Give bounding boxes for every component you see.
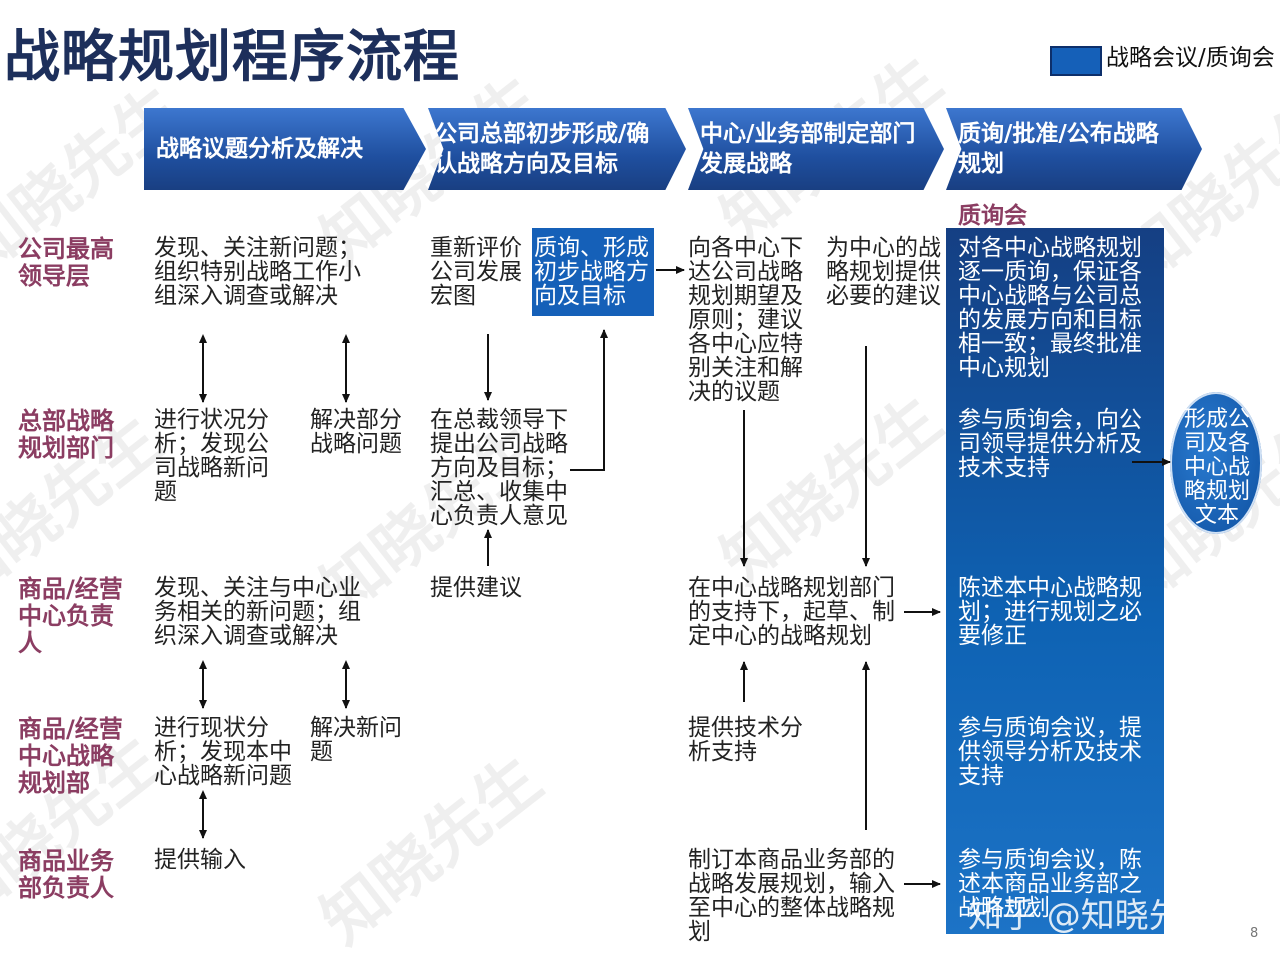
cell-r4-c1b: 解决新问题 <box>310 715 402 765</box>
phase-4-label: 质询/批准/公布战略规划 <box>958 121 1159 177</box>
cell-r2-c1a: 进行状况分析；发现公司战略新问题 <box>154 407 269 505</box>
row-label-center-head: 商品/经营中心负责人 <box>18 575 123 657</box>
cell-r2-c4: 参与质询会，向公司领导提供分析及技术支持 <box>958 407 1142 481</box>
cell-r3-c1: 发现、关注与中心业务相关的新问题；组织深入调查或解决 <box>154 575 361 649</box>
cell-r3-c2: 提供建议 <box>430 575 522 601</box>
phase-3: 中心/业务部制定部门发展战略 <box>688 108 944 190</box>
legend-label: 战略会议/质询会 <box>1106 45 1275 71</box>
output-oval <box>1170 392 1262 534</box>
cell-r3-c4: 陈述本中心战略规划；进行规划之必要修正 <box>958 575 1142 649</box>
row-label-biz-head: 商品业务部负责人 <box>18 847 114 902</box>
cell-r1-c3a: 向各中心下达公司战略规划期望及原则；建议各中心应特别关注和解决的议题 <box>688 235 803 405</box>
cell-r1-c3b: 为中心的战略规划提供必要的建议 <box>826 235 941 309</box>
arrow-c2-up <box>570 329 608 471</box>
row-label-top-leadership: 公司最高领导层 <box>18 235 114 290</box>
output-label: 形成公司及各中心战略规划文本 <box>1183 407 1250 528</box>
cell-r4-c4: 参与质询会议，提供领导分析及技术支持 <box>958 715 1142 789</box>
cell-r1-c4: 对各中心战略规划逐一质询，保证各中心战略与公司总的发展方向和目标相一致；最终批准… <box>958 235 1142 381</box>
row-label-hq-planning: 总部战略规划部门 <box>18 407 114 462</box>
legend-swatch <box>1050 46 1102 76</box>
cell-r1-c2b: 质询、形成初步战略方向及目标 <box>534 235 649 309</box>
phase-3-label: 中心/业务部制定部门发展战略 <box>700 121 916 177</box>
meeting-highlight <box>532 228 654 316</box>
review-subhead: 质询会 <box>958 203 1027 229</box>
phase-2-label: 公司总部初步形成/确认战略方向及目标 <box>434 121 650 177</box>
phase-1-label: 战略议题分析及解决 <box>156 136 363 162</box>
cell-r5-c3: 制订本商品业务部的战略发展规划，输入至中心的整体战略规划 <box>688 847 895 945</box>
footer-watermark: 知乎 @知晓先生 <box>968 896 1217 936</box>
row-label-center-planning: 商品/经营中心战略规划部 <box>18 715 123 797</box>
cell-r5-c4: 参与质询会议，陈述本商品业务部之战略规划 <box>958 847 1142 921</box>
cell-r2-c1b: 解决部分战略问题 <box>310 407 402 457</box>
cell-r3-c3: 在中心战略规划部门的支持下，起草、制定中心的战略规划 <box>688 575 895 649</box>
cell-r1-c1: 发现、关注新问题；组织特别战略工作小组深入调查或解决 <box>154 235 361 309</box>
cell-r4-c3: 提供技术分析支持 <box>688 715 803 765</box>
page-number: 8 <box>1250 926 1259 941</box>
phase-2: 公司总部初步形成/确认战略方向及目标 <box>428 108 686 190</box>
review-panel <box>946 228 1164 934</box>
cell-r5-c1: 提供输入 <box>154 847 246 873</box>
page-title: 战略规划程序流程 <box>4 25 460 90</box>
phase-1: 战略议题分析及解决 <box>144 108 426 190</box>
cell-r4-c1a: 进行现状分析；发现本中心战略新问题 <box>154 715 292 789</box>
phase-4: 质询/批准/公布战略规划 <box>946 108 1202 190</box>
cell-r1-c2a: 重新评价公司发展宏图 <box>430 235 522 309</box>
cell-r2-c2: 在总裁领导下提出公司战略方向及目标；汇总、收集中心负责人意见 <box>430 407 568 529</box>
